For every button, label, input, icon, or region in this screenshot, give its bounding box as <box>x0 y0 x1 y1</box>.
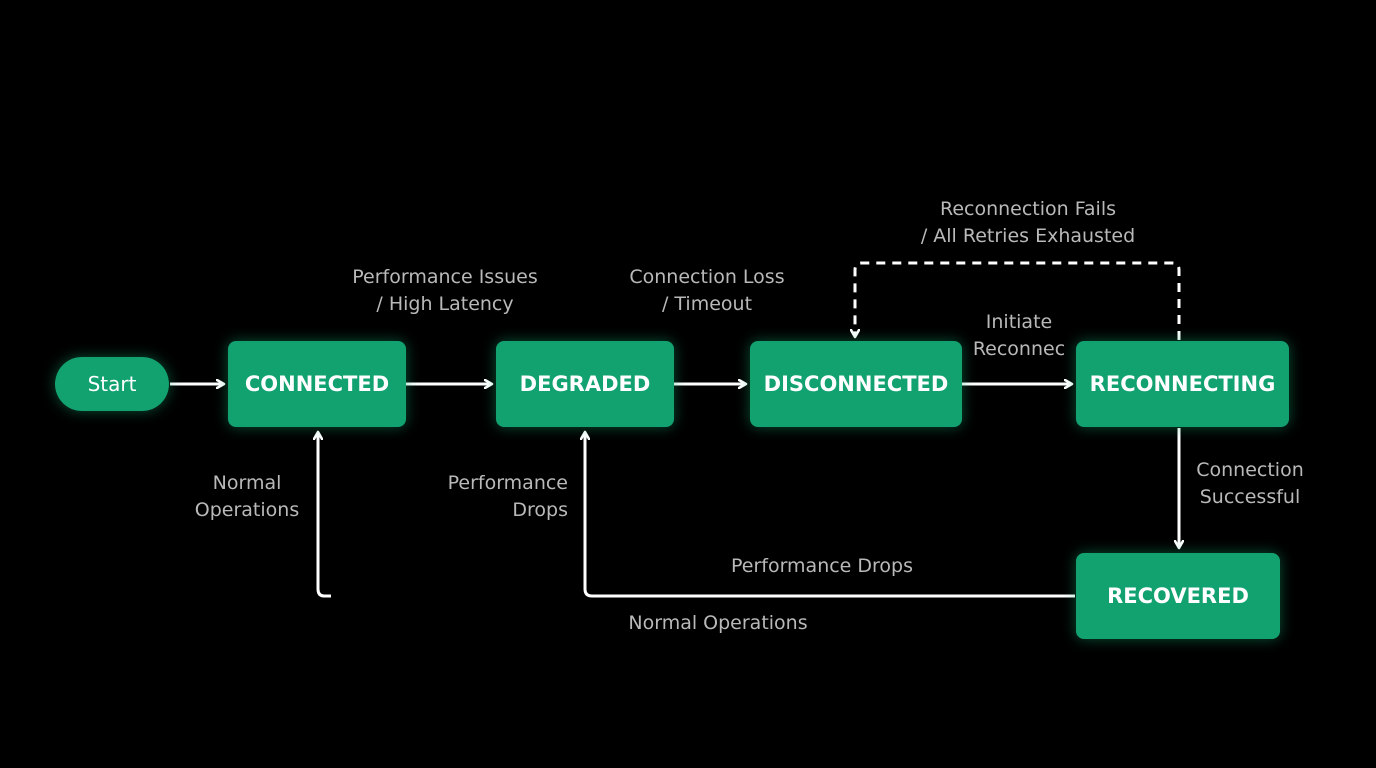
degraded-state: DEGRADED <box>496 341 674 427</box>
label-performance-drops-left: Performance Drops <box>447 472 568 521</box>
label-connection-successful: Connection Successful <box>1196 459 1304 508</box>
arrow-reconnecting-to-disconnected <box>855 261 1181 340</box>
label-normal-operations-bottom: Normal Operations <box>628 612 808 634</box>
label-initiate-reconnect: Initiate Reconnec <box>972 311 1066 360</box>
label-normal-operations-left: Normal Operations <box>194 472 300 521</box>
disconnected-state: DISCONNECTED <box>750 341 962 427</box>
arrow-recovered-to-degraded <box>585 432 1075 598</box>
connected-state: CONNECTED <box>228 341 406 427</box>
label-reconnection-fails: Reconnection Fails / All Retries Exhaust… <box>920 198 1136 247</box>
label-performance-issues: Performance Issues / High Latency <box>352 266 538 315</box>
reconnecting-state: RECONNECTING <box>1076 341 1289 427</box>
label-performance-drops-bottom: Performance Drops <box>730 555 914 577</box>
arrow-normal-to-connected <box>318 432 331 598</box>
recovered-state: RECOVERED <box>1076 553 1280 639</box>
label-connection-loss: Connection Loss / Timeout <box>629 266 785 315</box>
start-node: Start <box>55 357 169 411</box>
